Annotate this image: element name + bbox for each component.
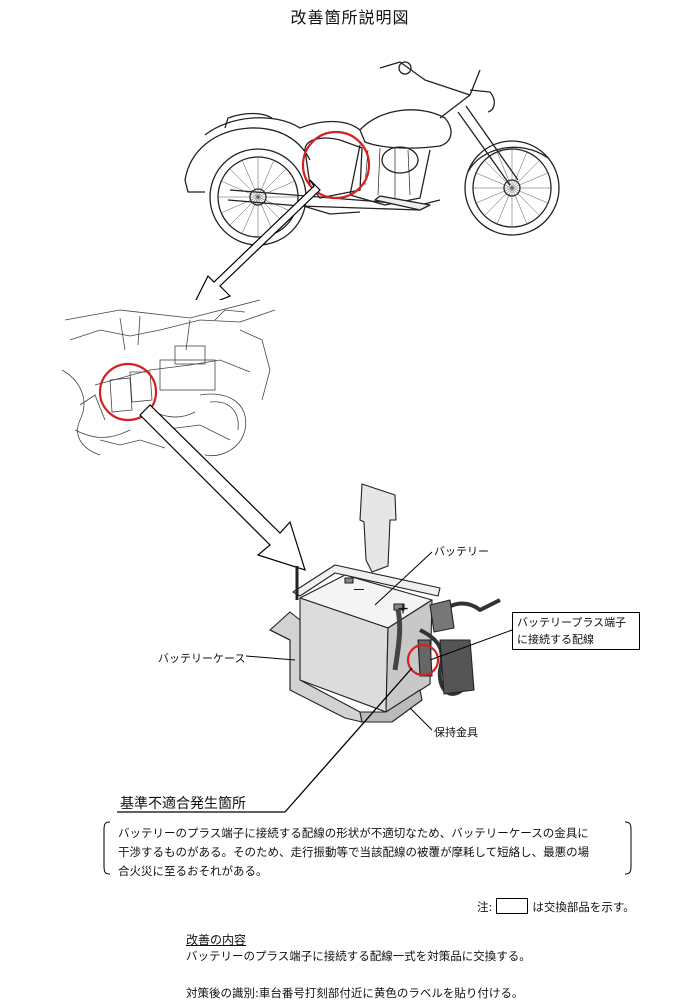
bracket-label: 保持金具: [434, 726, 478, 739]
improvement-text: バッテリーのプラス端子に接続する配線一式を対策品に交換する。: [186, 949, 531, 963]
identification-text: 対策後の識別:車台番号打刻部付近に黄色のラベルを貼り付ける。: [186, 986, 524, 1000]
minus-sign: －: [352, 583, 366, 599]
replacement-part-legend-box: [496, 898, 529, 914]
battery-label: バッテリー: [434, 545, 489, 558]
note-suffix: は交換部品を示す。: [532, 900, 635, 914]
highlight-circle-bike: [301, 130, 371, 200]
note-prefix: 注:: [477, 900, 493, 914]
defect-leader: [117, 667, 413, 813]
plus-wiring-line2: に接続する配線: [517, 633, 594, 646]
highlight-circle-battery: [406, 643, 440, 677]
defect-line-1: バッテリーのプラス端子に接続する配線の形状が不適切なため、バッテリーケースの金具…: [118, 826, 589, 840]
leader-lines: [245, 551, 513, 731]
defect-description: バッテリーのプラス端子に接続する配線の形状が不適切なため、バッテリーケースの金具…: [118, 824, 618, 881]
motorcycle-drawing: [184, 61, 560, 246]
battery-assembly: [269, 483, 501, 723]
defect-brackets: [103, 821, 632, 875]
defect-line-2: 干渉するものがある。そのため、走行振動等で当該配線の被覆が摩耗して短絡し、最悪の…: [118, 845, 590, 859]
plus-wiring-line1: バッテリープラス端子: [517, 616, 627, 629]
page-title: 改善箇所説明図: [290, 8, 410, 27]
arrow-to-battery: [139, 404, 306, 571]
plus-sign: ＋: [397, 602, 410, 616]
highlight-circle-photo: [98, 362, 158, 422]
replacement-note: 注: は交換部品を示す。: [477, 898, 635, 915]
plus-wiring-callout: バッテリープラス端子 に接続する配線: [512, 612, 640, 650]
defect-line-3: 合火災に至るおそれがある。: [118, 864, 268, 878]
battery-case-label: バッテリーケース: [158, 652, 246, 665]
defect-title: 基準不適合発生箇所: [120, 796, 246, 812]
improvement-title: 改善の内容: [186, 933, 247, 947]
